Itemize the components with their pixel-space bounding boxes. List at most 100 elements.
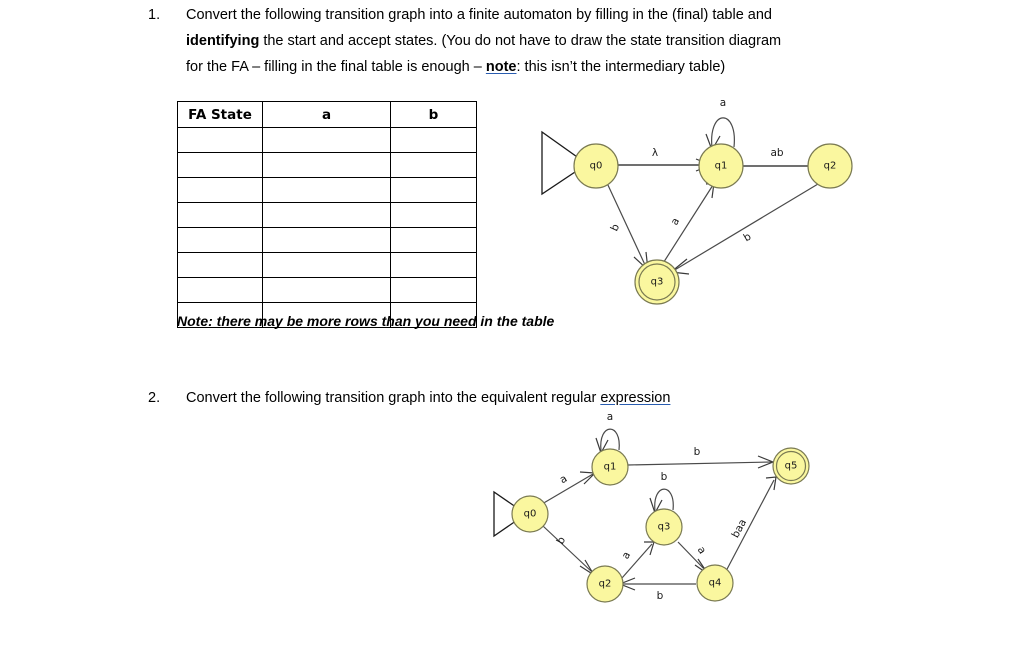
- edge-label-q3-q1: a: [669, 216, 683, 227]
- edge-q2-q3: [621, 543, 653, 579]
- table-row: [177, 152, 477, 178]
- node-label-q0: q0: [524, 509, 537, 520]
- question-1-number: 1.: [148, 7, 161, 23]
- edge-q1-self: [711, 117, 735, 149]
- table-cell-state[interactable]: [177, 227, 263, 253]
- edge-label-q1-self: a: [607, 411, 613, 423]
- table-cell-state[interactable]: [177, 202, 263, 228]
- question-2-block: 2. Convert the following transition grap…: [148, 385, 908, 411]
- question-1-line-3-pre: for the FA – filling in the final table …: [186, 59, 486, 75]
- question-2-underlined-word: expression: [600, 390, 671, 406]
- edge-label-q0-q1: λ: [652, 147, 658, 159]
- edge-q1-self: [600, 428, 620, 452]
- transition-graph-2: a a b b a b a: [480, 408, 840, 628]
- table-header-row: FA State a b: [177, 101, 477, 128]
- node-label-q1: q1: [604, 462, 617, 473]
- start-arrow-icon: [541, 130, 589, 196]
- node-q1[interactable]: q1: [698, 143, 744, 189]
- edge-q1-q5: [627, 461, 773, 466]
- table-cell-b[interactable]: [390, 177, 477, 203]
- node-label-q2: q2: [824, 161, 837, 172]
- table-cell-a[interactable]: [262, 252, 391, 278]
- question-2-number: 2.: [148, 390, 161, 406]
- table-header-fa-state: FA State: [177, 101, 263, 128]
- table-cell-b[interactable]: [390, 252, 477, 278]
- node-label-q3: q3: [651, 277, 664, 288]
- edge-label-q2-q3: a: [620, 550, 634, 562]
- question-1-bold-identifying: identifying: [186, 33, 260, 49]
- edge-label-q1-q5: b: [694, 446, 701, 458]
- table-header-b: b: [390, 101, 477, 128]
- edge-label-q1-q2: ab: [770, 147, 783, 159]
- table-cell-a[interactable]: [262, 152, 391, 178]
- node-q2[interactable]: q2: [807, 143, 853, 189]
- table-cell-a[interactable]: [262, 202, 391, 228]
- question-1-text: Convert the following transition graph i…: [186, 2, 781, 80]
- edge-q0-q2: [542, 525, 593, 573]
- table-cell-a[interactable]: [262, 302, 391, 328]
- fa-transition-table: FA State a b: [177, 101, 477, 328]
- table-cell-state[interactable]: [177, 152, 263, 178]
- table-row: [177, 202, 477, 228]
- edge-q3-q1: [659, 184, 714, 269]
- node-q2[interactable]: q2: [586, 565, 624, 603]
- question-1-line-2-rest: the start and accept states. (You do not…: [259, 33, 782, 49]
- node-q5-accept[interactable]: q5: [772, 447, 810, 485]
- edge-q2-q3-arrowhead: [644, 541, 655, 556]
- question-1-block: 1. Convert the following transition grap…: [148, 2, 908, 80]
- table-cell-a[interactable]: [262, 227, 391, 253]
- edge-label-q0-q3: b: [608, 222, 622, 233]
- question-2-text: Convert the following transition graph i…: [186, 385, 670, 411]
- node-q0[interactable]: q0: [511, 495, 549, 533]
- table-cell-state[interactable]: [177, 127, 263, 153]
- table-cell-a[interactable]: [262, 277, 391, 303]
- table-cell-b[interactable]: [390, 202, 477, 228]
- table-cell-state[interactable]: [177, 302, 263, 328]
- table-note: Note: there may be more rows than you ne…: [177, 313, 555, 329]
- edge-q3-q4: [677, 541, 707, 572]
- transition-graph-1: λ a ab b a b q0: [530, 90, 870, 320]
- table-row: [177, 127, 477, 153]
- node-label-q1: q1: [715, 161, 728, 172]
- node-label-q2: q2: [599, 579, 612, 590]
- table-row: [177, 177, 477, 203]
- table-cell-b[interactable]: [390, 302, 477, 328]
- edge-q0-q3: [606, 182, 647, 268]
- table-row: [177, 302, 477, 328]
- edge-q4-q5: [724, 479, 775, 574]
- edge-label-q0-q2: b: [554, 535, 568, 547]
- edge-label-q1-self: a: [720, 97, 726, 109]
- edge-label-q4-q2: b: [657, 590, 664, 602]
- table-row: [177, 252, 477, 278]
- node-q3[interactable]: q3: [645, 508, 683, 546]
- table-cell-b[interactable]: [390, 127, 477, 153]
- table-header-a: a: [262, 101, 391, 128]
- table-cell-a[interactable]: [262, 127, 391, 153]
- node-q3-accept[interactable]: q3: [634, 259, 680, 305]
- table-cell-b[interactable]: [390, 277, 477, 303]
- question-1-line-1: Convert the following transition graph i…: [186, 7, 772, 23]
- node-q1[interactable]: q1: [591, 448, 629, 486]
- table-cell-b[interactable]: [390, 227, 477, 253]
- node-q0[interactable]: q0: [573, 143, 619, 189]
- table-cell-state[interactable]: [177, 177, 263, 203]
- edge-q4-q5-arrowhead: [765, 476, 777, 491]
- node-q4[interactable]: q4: [696, 564, 734, 602]
- table-cell-b[interactable]: [390, 152, 477, 178]
- edge-q2-q3: [672, 183, 819, 272]
- question-1-note-word: note: [485, 59, 517, 75]
- edge-label-q3-q4: a: [695, 544, 709, 556]
- edge-label-q3-self: b: [661, 471, 668, 483]
- table-cell-state[interactable]: [177, 252, 263, 278]
- table-row: [177, 227, 477, 253]
- edge-q0-q1: [541, 473, 594, 505]
- node-label-q3: q3: [658, 522, 671, 533]
- edge-label-q0-q1: a: [558, 473, 570, 487]
- question-1-line-3-post: : this isn’t the intermediary table): [516, 59, 726, 75]
- node-label-q0: q0: [590, 161, 603, 172]
- table-cell-state[interactable]: [177, 277, 263, 303]
- edge-label-q4-q5: baa: [729, 517, 749, 540]
- table-cell-a[interactable]: [262, 177, 391, 203]
- edge-q3-self: [654, 488, 674, 512]
